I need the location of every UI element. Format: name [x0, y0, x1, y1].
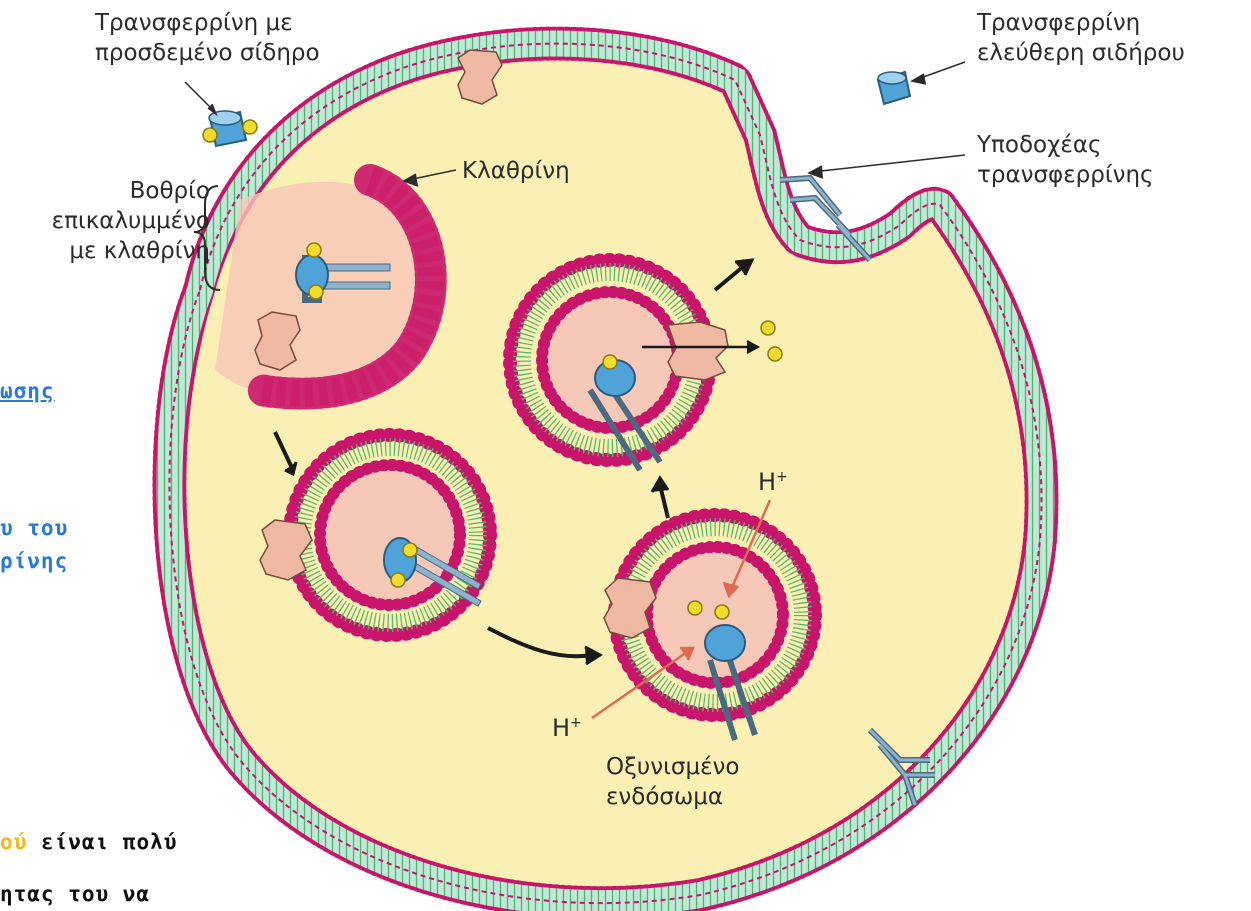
proton-label-lower-symbol: H: [552, 714, 570, 742]
slide-text-fragment-4: ού είναι πολύ: [0, 826, 177, 859]
bound-transferrin-label: Τρανσφερρίνη με προσδεμένο σίδηρο: [95, 8, 320, 68]
clathrin-coated-pit: [215, 180, 442, 400]
coated-pit-label-line3: με κλαθρίνη: [38, 236, 210, 266]
bound-transferrin-icon: [203, 111, 257, 146]
acidified-endosome-label-line2: ενδόσωμα: [606, 782, 739, 812]
proton-label-upper-charge: +: [776, 469, 788, 485]
receptor-label-line1: Υποδοχέας: [977, 130, 1154, 160]
proton-label-upper: H+: [758, 462, 788, 497]
bound-transferrin-label-line2: προσδεμένο σίδηρο: [95, 38, 320, 68]
free-transferrin-label: Τρανσφερρίνη ελεύθερη σιδήρου: [977, 8, 1185, 68]
receptor-label: Υποδοχέας τρανσφερρίνης: [977, 130, 1154, 190]
free-transferrin-label-line1: Τρανσφερρίνη: [977, 8, 1185, 38]
coated-pit-label-line2: επικαλυμμένο: [38, 206, 210, 236]
free-transferrin-label-line2: ελεύθερη σιδήρου: [977, 38, 1185, 68]
slide-text-fragment-3: ρίνης: [0, 545, 68, 578]
acidified-endosome-label-line1: Οξυνισμένο: [606, 752, 739, 782]
slide-text-fragment-5: ητας του να: [0, 878, 150, 911]
coated-pit-label: Βοθρίο επικαλυμμένο με κλαθρίνη: [38, 176, 210, 266]
free-transferrin-icon: [878, 72, 910, 104]
coated-pit-label-line1: Βοθρίο: [38, 176, 210, 206]
slide-text-fragment-4-rest: είναι πολύ: [27, 830, 177, 854]
slide-text-fragment-1[interactable]: ωσης: [0, 375, 55, 408]
channel-protein-pit: [255, 312, 300, 370]
clathrin-label: Κλαθρίνη: [462, 156, 570, 186]
acidified-endosome-label: Οξυνισμένο ενδόσωμα: [606, 752, 739, 812]
receptor-label-line2: τρανσφερρίνης: [977, 160, 1154, 190]
bound-transferrin-label-line1: Τρανσφερρίνη με: [95, 8, 320, 38]
proton-label-lower-charge: +: [570, 715, 582, 731]
proton-label-upper-symbol: H: [758, 468, 776, 496]
slide-text-fragment-2: υ του: [0, 512, 68, 545]
slide-text-highlight: ού: [0, 830, 27, 854]
proton-label-lower: H+: [552, 708, 582, 743]
